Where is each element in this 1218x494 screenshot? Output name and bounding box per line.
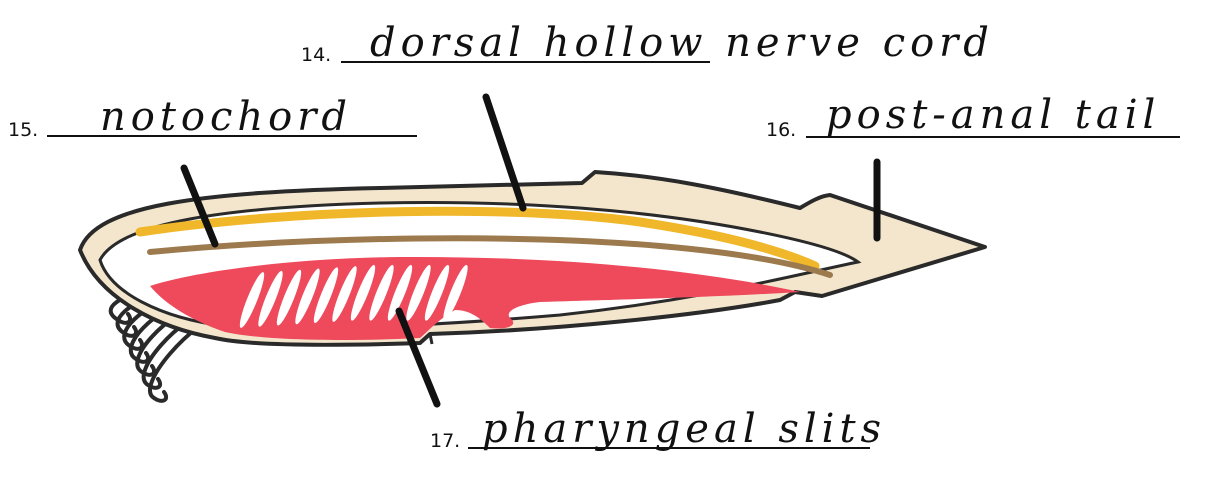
answer-text: dorsal hollow nerve cord [370, 20, 994, 66]
ventral-fin-line [430, 334, 432, 344]
label-number: 17. [430, 430, 460, 452]
label-number: 16. [766, 119, 796, 141]
answer-text: post-anal tail [826, 92, 1160, 138]
label-17: 17. pharyngeal slits [430, 406, 886, 452]
label-number: 14. [301, 44, 331, 66]
label-16: 16. post-anal tail [766, 92, 1180, 141]
answer-text: pharyngeal slits [482, 406, 886, 452]
label-14: 14. dorsal hollow nerve cord [301, 20, 994, 66]
answer-text: notochord [100, 94, 352, 140]
lancelet-illustration [80, 172, 985, 401]
label-number: 15. [8, 119, 38, 141]
label-15: 15. notochord [8, 94, 417, 141]
